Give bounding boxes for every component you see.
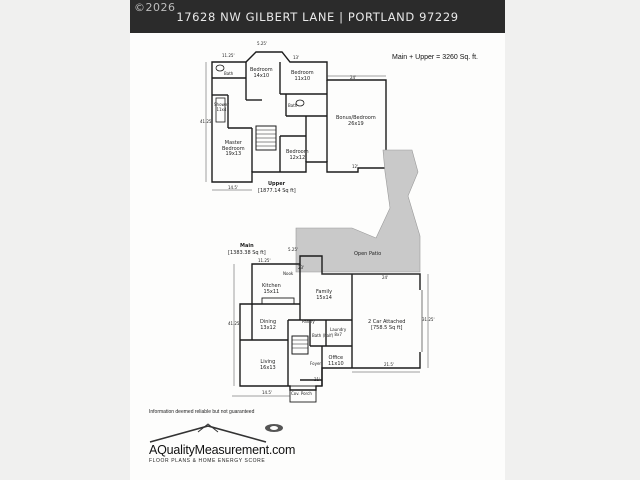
company-name: AQualityMeasurement.com: [149, 443, 296, 457]
company-logo-roof-icon: [149, 423, 283, 443]
room-half-bath-label: Bath (half): [312, 333, 334, 338]
dim-upper-bonus-bottom: 12': [352, 164, 359, 169]
dim-main-top-left: 11.25': [258, 258, 271, 263]
dim-upper-bonus: 24': [350, 75, 357, 80]
room-nook-label: Nook: [283, 271, 294, 276]
room-foyer-label: Foyer: [310, 361, 322, 366]
property-address-title: 17628 NW GILBERT LANE | PORTLAND 97229: [176, 10, 459, 24]
copyright-watermark: ©2026: [134, 1, 176, 14]
room-pantry-label: Pantry: [302, 319, 315, 324]
open-patio-area: [295, 149, 421, 273]
dim-upper-top: 5.25': [257, 41, 268, 46]
dim-main-left: 41.25': [228, 321, 241, 326]
disclaimer-text: Information deemed reliable but not guar…: [149, 409, 255, 415]
total-sqft-note: Main + Upper = 3260 Sq. ft.: [392, 54, 478, 61]
dim-upper-left: 41.25': [200, 119, 213, 124]
upper-floor-area: [1877.14 Sq ft]: [258, 188, 296, 194]
title-bar: 17628 NW GILBERT LANE | PORTLAND 97229: [130, 0, 505, 33]
dim-garage-right: 31.25': [422, 317, 435, 322]
room-open-patio-label: Open Patio: [354, 251, 382, 257]
room-bath-label: Bath: [224, 71, 234, 76]
dim-upper-bottom: 14.5': [228, 185, 239, 190]
dim-garage-top: 24': [382, 275, 389, 280]
dim-main-top: 5.25': [288, 247, 299, 252]
upper-floor-label: Upper: [268, 181, 286, 187]
main-floor-area: [1383.38 Sq ft]: [228, 250, 266, 256]
dim-main-top-mid: 23': [298, 265, 305, 270]
dim-upper-top-right: 13': [293, 55, 300, 60]
room-bath-2-label: Bath: [288, 103, 298, 108]
dim-upper-top-left: 11.25': [222, 53, 235, 58]
dim-garage-bottom: 21.5': [384, 362, 395, 367]
room-porch-label: Cov. Porch: [291, 391, 312, 396]
room-garage-label: 2 Car Attached[758.5 Sq ft]: [368, 319, 406, 331]
dim-main-bottom: 14.5': [262, 390, 273, 395]
company-tagline: FLOOR PLANS & HOME ENERGY SCORE: [149, 458, 266, 464]
main-floor-label: Main: [240, 243, 254, 249]
dim-main-bottom-mid: 21': [314, 377, 321, 382]
